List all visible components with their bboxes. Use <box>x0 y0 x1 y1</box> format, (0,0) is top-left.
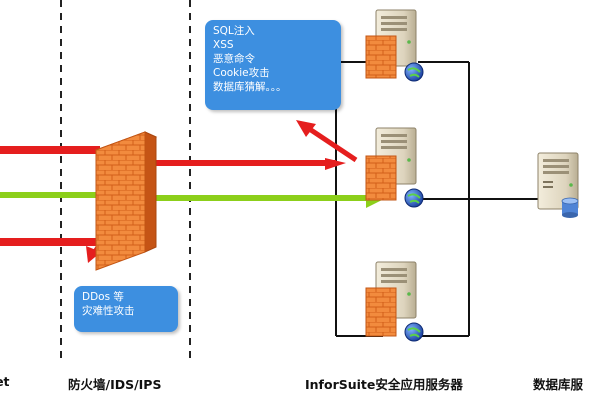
callout-line: 恶意命令 <box>213 53 255 65</box>
callout-line: Cookie攻击 <box>213 67 270 79</box>
server-tower-globe-icon <box>365 9 424 82</box>
web-attacks-callout: SQL注入 XSS 恶意命令 Cookie攻击 数据库猜解。。。 <box>205 20 341 110</box>
callout-line: DDos 等 <box>82 291 124 303</box>
callout-line: SQL注入 <box>213 25 255 37</box>
legit-traffic <box>0 188 386 208</box>
database-server-icon <box>537 152 579 218</box>
attack-traffic-top <box>0 146 346 170</box>
callout-line: XSS <box>213 39 234 51</box>
server-tower-globe-icon <box>365 127 424 208</box>
attack-traffic-bottom <box>0 238 100 246</box>
brick-firewall-icon <box>94 131 158 271</box>
callout-line: 灾难性攻击 <box>82 305 135 317</box>
firewall-label: 防火墙/IDS/IPS <box>68 377 162 392</box>
database-label: 数据库服 <box>533 377 584 392</box>
server-tower-globe-icon <box>365 261 424 342</box>
network-attacks-callout: DDos 等 灾难性攻击 <box>74 286 178 332</box>
internet-label: rnet <box>0 374 10 389</box>
app-server-label: InforSuite安全应用服务器 <box>305 377 463 392</box>
callout-line: 数据库猜解。。。 <box>213 81 287 93</box>
